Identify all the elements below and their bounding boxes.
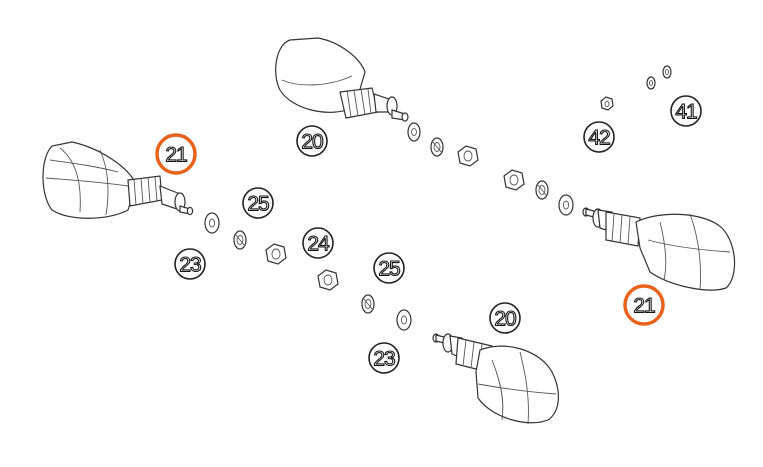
- turn-signal-bottom: [432, 333, 559, 425]
- hardware-stack-right: [503, 169, 574, 216]
- hardware-stack-center: [317, 269, 412, 331]
- washer: [407, 122, 421, 142]
- callout-label: 20: [301, 131, 323, 154]
- lock-washer: [535, 180, 549, 200]
- turn-signal-left: [42, 141, 194, 219]
- small-nut: [600, 96, 614, 111]
- callout-25-right: 25: [373, 252, 405, 284]
- washer: [558, 194, 574, 216]
- washer: [204, 212, 220, 234]
- callout-23-bottom: 23: [368, 342, 400, 374]
- callout-label: 21: [633, 295, 655, 318]
- hex-nut: [265, 243, 287, 265]
- callout-23-left: 23: [174, 248, 206, 280]
- lock-washer: [361, 294, 375, 314]
- callout-42: 42: [583, 121, 615, 153]
- callout-label: 20: [494, 308, 516, 331]
- callout-label: 42: [588, 127, 610, 150]
- callout-21-left: 21: [155, 133, 197, 175]
- hex-nut: [503, 169, 525, 191]
- callout-41: 41: [670, 95, 702, 127]
- small-washer: [646, 65, 672, 90]
- callout-label: 24: [307, 233, 330, 256]
- lock-washer: [233, 230, 247, 250]
- callout-label: 23: [179, 254, 201, 277]
- callout-label: 25: [247, 193, 269, 216]
- callout-label: 41: [675, 101, 697, 124]
- hex-nut: [457, 145, 479, 167]
- hex-nut: [317, 269, 339, 291]
- callout-20-top: 20: [296, 125, 328, 157]
- callout-20-bottom: 20: [489, 302, 521, 334]
- callout-label: 25: [378, 258, 400, 281]
- callout-label: 21: [165, 144, 187, 167]
- turn-signal-right: [582, 207, 736, 291]
- hardware-stack-left: [204, 212, 287, 265]
- callout-21-right: 21: [623, 284, 665, 326]
- callout-25-left: 25: [242, 187, 274, 219]
- hardware-stack-top: [407, 122, 479, 167]
- washer: [396, 309, 412, 331]
- callout-label: 23: [373, 348, 395, 371]
- lock-washer: [430, 137, 444, 157]
- turn-signal-top: [275, 37, 409, 122]
- callout-24: 24: [302, 227, 334, 259]
